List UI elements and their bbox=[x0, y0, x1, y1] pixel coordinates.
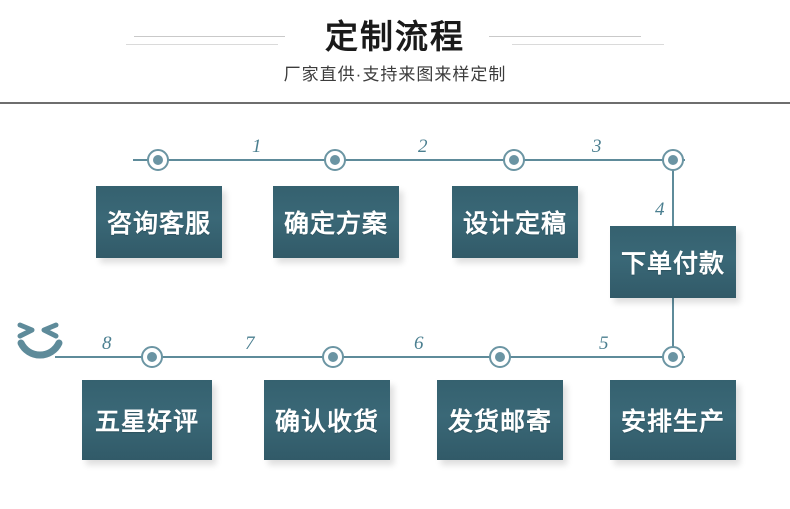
flow-node-7[interactable] bbox=[322, 346, 344, 368]
flow-step-box-6[interactable]: 发货邮寄 bbox=[437, 380, 563, 460]
smiley-face-icon bbox=[17, 322, 63, 359]
header-ornament-right-upper-line bbox=[489, 36, 641, 37]
flow-step-box-4[interactable]: 下单付款 bbox=[610, 226, 736, 298]
header-ornament-right-lower-line bbox=[512, 44, 664, 45]
flow-node-8[interactable] bbox=[141, 346, 163, 368]
flow-node-6[interactable] bbox=[489, 346, 511, 368]
process-flow: 1 2 3 4 咨询客服 确定方案 设计定稿 下单付款 5 6 7 8 安排生产… bbox=[0, 104, 790, 509]
flow-step-box-5[interactable]: 安排生产 bbox=[610, 380, 736, 460]
step-number-7: 7 bbox=[245, 333, 255, 354]
flow-node-4[interactable] bbox=[662, 149, 684, 171]
step-number-2: 2 bbox=[418, 136, 428, 157]
step-number-8: 8 bbox=[102, 333, 112, 354]
flow-node-5[interactable] bbox=[662, 346, 684, 368]
flow-step-box-2[interactable]: 确定方案 bbox=[273, 186, 399, 258]
header-divider bbox=[0, 102, 790, 104]
step-number-5: 5 bbox=[599, 333, 609, 354]
connector-line-top-row bbox=[133, 159, 685, 161]
flow-step-box-7[interactable]: 确认收货 bbox=[264, 380, 390, 460]
flow-node-2[interactable] bbox=[324, 149, 346, 171]
header: 定制流程 厂家直供·支持来图来样定制 bbox=[0, 0, 790, 104]
flow-step-box-8[interactable]: 五星好评 bbox=[82, 380, 212, 460]
header-ornament-left-upper-line bbox=[134, 36, 285, 37]
page-subtitle: 厂家直供·支持来图来样定制 bbox=[283, 65, 507, 84]
step-number-1: 1 bbox=[252, 136, 262, 157]
flow-node-1[interactable] bbox=[147, 149, 169, 171]
header-ornament-left-lower-line bbox=[126, 44, 278, 45]
connector-line-bottom-row bbox=[55, 356, 685, 358]
page-title: 定制流程 bbox=[325, 18, 465, 55]
step-number-6: 6 bbox=[414, 333, 424, 354]
flow-step-box-3[interactable]: 设计定稿 bbox=[452, 186, 578, 258]
step-number-4: 4 bbox=[655, 199, 665, 220]
flow-node-3[interactable] bbox=[503, 149, 525, 171]
step-number-3: 3 bbox=[592, 136, 602, 157]
flow-step-box-1[interactable]: 咨询客服 bbox=[96, 186, 222, 258]
